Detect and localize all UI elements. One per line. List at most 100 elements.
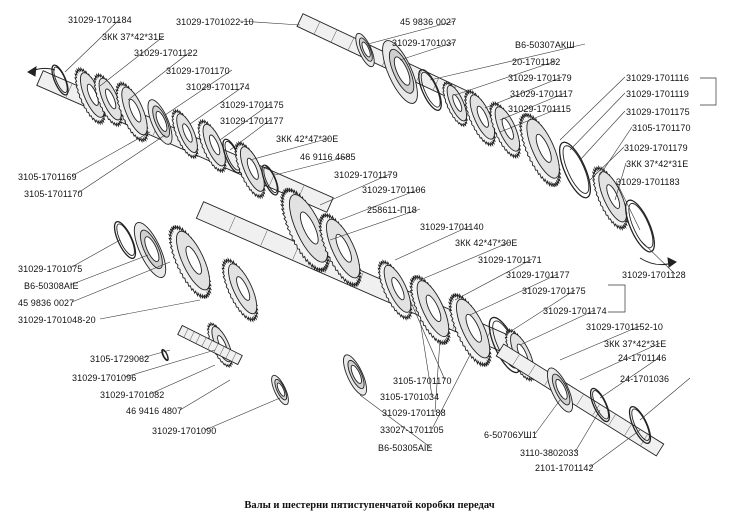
leader-line-22 [614, 162, 627, 201]
leader-line-26 [339, 188, 421, 221]
part-label-b6-50308aie: В6-50308АIЕ [24, 281, 79, 291]
counter-part-3-hub [236, 276, 251, 301]
leader-line-28 [329, 208, 421, 241]
counter-part-7 [409, 274, 451, 346]
part-label-31029-1701152-10: 31029-1701152-10 [586, 322, 664, 332]
leader-line-38 [519, 309, 596, 346]
leader-line-30 [419, 241, 511, 281]
part-label-31029-1701075: 31029-1701075 [18, 264, 83, 274]
part-label-46-9116-4685: 46 9116 4685 [300, 152, 356, 162]
counter-part-0-inner [116, 223, 135, 256]
part-label-31029-1701174: 31029-1701174 [186, 82, 250, 92]
counter-part-4 [279, 187, 331, 273]
input-part-7 [558, 141, 592, 199]
leader-line-21 [274, 155, 351, 176]
reverse-sleeve [271, 374, 289, 406]
leader-line-15 [219, 103, 271, 141]
leader-line-44 [124, 349, 216, 378]
leader-line-55 [359, 394, 431, 448]
counter-part-6 [377, 259, 413, 321]
output-shaft-spline-2 [528, 364, 536, 376]
main-shaft-spline-1 [65, 84, 73, 98]
arrow-right-head [667, 257, 677, 268]
input-part-9-inner [628, 202, 654, 249]
output-part-1 [589, 387, 611, 423]
part-label-b6-50307akh: В6-50307АКШ [515, 40, 575, 50]
leader-line-24 [71, 131, 151, 177]
leader-line-11 [189, 85, 245, 125]
output-shaft-spline-9 [640, 434, 648, 446]
leader-line-8 [454, 60, 557, 96]
part-label-31029-1701175-c: 31029-1701175 [522, 286, 586, 296]
counter-part-5-hub [335, 233, 352, 263]
part-label-3kk-37-42-31e-c: 3КК 37*42*31Е [604, 339, 667, 349]
main-part-1 [74, 66, 106, 126]
part-label-3kk-37-42-31e-b: 3КК 37*42*31Е [626, 159, 689, 169]
part-label-31029-1701106: 31029-1701106 [362, 185, 426, 195]
input-part-6 [518, 112, 562, 188]
reverse-shaft-spline-5 [207, 340, 213, 350]
rear-bearing [343, 354, 367, 396]
reverse-shaft-spline-2 [189, 331, 195, 341]
main-part-8-hub [246, 157, 259, 180]
main-part-5 [171, 108, 199, 160]
input-part-6-hub [535, 133, 552, 163]
part-label-20-1701182: 20-1701182 [512, 57, 561, 67]
input-part-4 [463, 88, 497, 148]
leader-line-25 [615, 180, 641, 231]
counter-part-2-hub [185, 245, 202, 275]
main-part-2-hub [105, 88, 117, 110]
part-label-2101-1701142: 2101-1701142 [535, 463, 594, 473]
main-part-6 [197, 118, 227, 174]
main-part-6-hub [209, 134, 221, 156]
part-label-31029-1701117: 31029-1701117 [510, 89, 574, 99]
part-label-31029-1701188: 31029-1701188 [382, 408, 446, 418]
part-label-31029-1701096: 31029-1701096 [72, 373, 137, 383]
bracket-lines [608, 77, 717, 313]
part-label-3105-1701170-c: 3105-1701170 [393, 376, 452, 386]
leader-line-42 [141, 349, 171, 359]
main-part-0 [51, 64, 69, 96]
counter-part-8 [448, 292, 492, 368]
main-part-3 [115, 80, 149, 144]
part-label-31029-1701175-b: 31029-1701175 [626, 107, 690, 117]
output-shaft-spline-1 [512, 354, 520, 366]
part-label-3105-1701169: 3105-1701169 [18, 172, 77, 182]
leader-line-6 [429, 43, 586, 81]
part-label-45-9836-0027-b: 45 9836 0027 [18, 298, 75, 308]
leader-line-49 [179, 379, 231, 411]
main-part-2 [93, 72, 123, 128]
leader-line-29 [394, 225, 471, 261]
leader-line-13 [569, 92, 626, 151]
part-label-31029-1701179-c: 31029-1701179 [334, 170, 398, 180]
leader-line-56 [589, 429, 641, 468]
input-part-7-inner [562, 145, 590, 194]
part-label-3110-3802033: 3110-3802033 [520, 448, 579, 458]
counter-part-7-hub [425, 294, 442, 323]
main-part-9-inner [263, 166, 278, 194]
part-label-31029-1701122: 31029-1701122 [134, 48, 198, 58]
main-part-4 [147, 99, 173, 145]
reverse-shaft-spline-7 [219, 346, 225, 356]
part-label-3105-1701170-b: 3105-1701170 [24, 189, 83, 199]
main-part-3-hub [128, 98, 142, 123]
output-part-1-outer [589, 387, 611, 423]
leader-line-47 [149, 364, 216, 395]
input-part-3 [442, 80, 468, 128]
leader-line-7 [164, 69, 233, 116]
counter-shaft-spline-1 [228, 216, 236, 232]
part-label-258611-p18: 258611-П18 [367, 205, 417, 215]
counter-part-1-bore [144, 236, 160, 262]
part-label-31029-1701177: 31029-1701177 [220, 116, 284, 126]
output-part-2-inner [631, 408, 650, 441]
leader-line-37 [71, 261, 171, 303]
leader-line-34 [469, 273, 559, 316]
leader-line-17 [229, 119, 271, 151]
leader-line-48 [419, 319, 433, 397]
main-part-0-outer [51, 64, 69, 96]
leader-line-50 [434, 339, 441, 413]
input-part-2 [418, 69, 442, 111]
leader-line-53 [204, 397, 281, 431]
leader-line-32 [639, 239, 676, 275]
leader-line-18 [599, 126, 633, 176]
